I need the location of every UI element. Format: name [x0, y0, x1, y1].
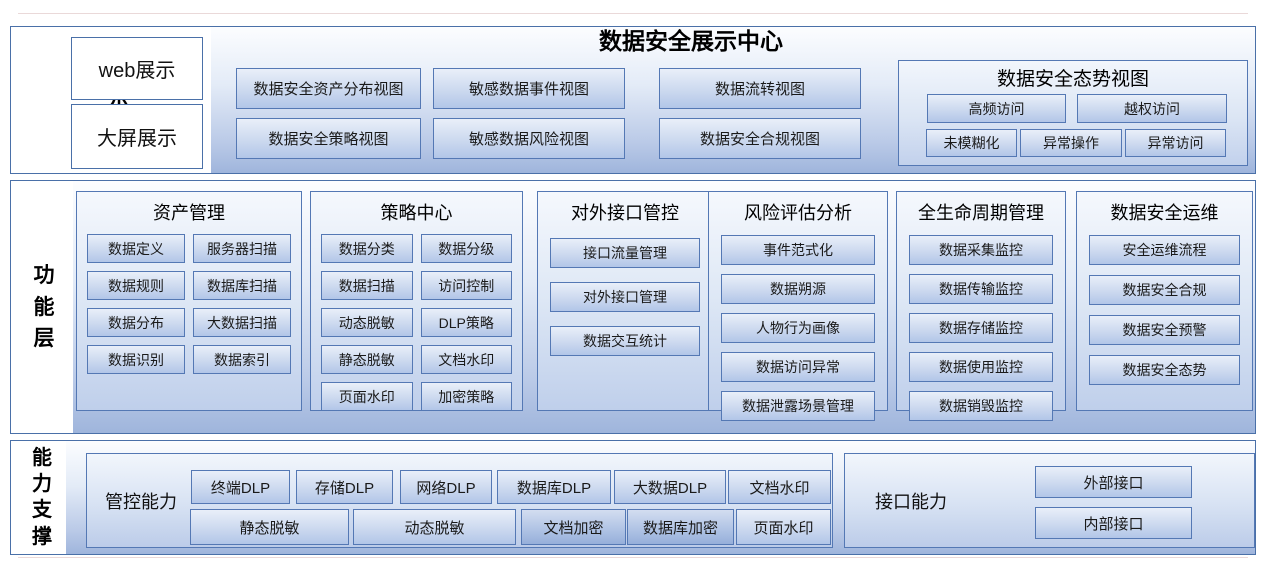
panel-security-operations: 数据安全运维 安全运维流程 数据安全合规 数据安全预警 数据安全态势 [1076, 191, 1253, 411]
feature-box: 数据识别 [87, 345, 185, 374]
panel-lifecycle-management: 全生命周期管理 数据采集监控 数据传输监控 数据存储监控 数据使用监控 数据销毁… [896, 191, 1066, 421]
panel-title: 对外接口管控 [571, 203, 679, 223]
panel-title: 策略中心 [380, 203, 453, 223]
situation-box-unmasked: 未模糊化 [926, 129, 1017, 157]
view-box-data-flow: 数据流转视图 [659, 68, 861, 109]
feature-box: 数据分类 [321, 234, 413, 263]
feature-box: 数据规则 [87, 271, 185, 300]
bigscreen-display-box: 大屏展示 [71, 104, 203, 169]
capability-box-external-interface: 外部接口 [1035, 466, 1192, 498]
capability-layer-label: 能力支撑 [32, 446, 52, 548]
function-layer-band: 功能层 资产管理 数据定义 服务器扫描 数据规则 数据库扫描 数据分布 大数据扫… [10, 180, 1256, 434]
view-box-asset-distribution: 数据安全资产分布视图 [236, 68, 421, 109]
panel-asset-management: 资产管理 数据定义 服务器扫描 数据规则 数据库扫描 数据分布 大数据扫描 数据… [76, 191, 302, 411]
feature-box: 静态脱敏 [321, 345, 413, 374]
feature-box: 服务器扫描 [193, 234, 291, 263]
panel-title: 全生命周期管理 [918, 203, 1044, 223]
function-layer-label: 功能层 [33, 263, 55, 350]
feature-box: 加密策略 [420, 382, 512, 411]
panel-items: 事件范式化 数据朔源 人物行为画像 数据访问异常 数据泄露场景管理 [709, 232, 887, 421]
capability-box-bigdata-dlp: 大数据DLP [614, 470, 726, 504]
capability-box-doc-encryption: 文档加密 [521, 509, 626, 545]
feature-box: 数据交互统计 [550, 326, 700, 356]
feature-box: 文档水印 [420, 345, 512, 374]
web-display-box: web展示 [71, 37, 203, 100]
slide-top-edge [18, 13, 1248, 14]
feature-box: 数据朔源 [721, 274, 875, 304]
capability-box-network-dlp: 网络DLP [400, 470, 492, 504]
capability-box-static-masking: 静态脱敏 [190, 509, 349, 545]
feature-box: 数据存储监控 [909, 313, 1053, 343]
view-box-sensitive-risk: 敏感数据风险视图 [433, 118, 625, 159]
feature-box: 数据分级 [420, 234, 512, 263]
panel-title: 资产管理 [153, 203, 225, 223]
panel-title: 风险评估分析 [744, 203, 852, 223]
panel-items: 接口流量管理 对外接口管理 数据交互统计 [538, 232, 712, 356]
display-layer-band: 展示层 web展示 大屏展示 数据安全展示中心 数据安全资产分布视图 敏感数据事… [10, 26, 1256, 174]
feature-box: 访问控制 [420, 271, 512, 300]
view-box-compliance: 数据安全合规视图 [659, 118, 861, 159]
feature-box: 数据库扫描 [193, 271, 291, 300]
feature-box: 数据分布 [87, 308, 185, 337]
feature-box: 数据销毁监控 [909, 391, 1053, 421]
situation-box-privilege-access: 越权访问 [1077, 94, 1227, 123]
page-title: 数据安全展示中心 [599, 28, 783, 54]
feature-box: 数据采集监控 [909, 235, 1053, 265]
function-layer-left-area [11, 181, 73, 433]
panel-title: 数据安全运维 [1110, 203, 1219, 223]
panel-risk-assessment: 风险评估分析 事件范式化 数据朔源 人物行为画像 数据访问异常 数据泄露场景管理 [708, 191, 888, 421]
capability-box-database-encryption: 数据库加密 [627, 509, 734, 545]
interface-capability-panel: 接口能力 外部接口 内部接口 [844, 453, 1255, 548]
feature-box: 接口流量管理 [550, 238, 700, 268]
capability-box-storage-dlp: 存储DLP [296, 470, 393, 504]
control-capability-panel: 管控能力 终端DLP 存储DLP 网络DLP 数据库DLP 大数据DLP 文档水… [86, 453, 833, 548]
capability-layer-left-area [11, 441, 66, 554]
feature-box: 数据访问异常 [721, 352, 875, 382]
slide-bottom-edge [18, 557, 1248, 558]
capability-box-doc-watermark: 文档水印 [728, 470, 831, 504]
capability-box-terminal-dlp: 终端DLP [191, 470, 290, 504]
feature-box: 动态脱敏 [321, 308, 413, 337]
panel-items: 数据采集监控 数据传输监控 数据存储监控 数据使用监控 数据销毁监控 [897, 232, 1065, 421]
feature-box: 人物行为画像 [721, 313, 875, 343]
feature-box: 事件范式化 [721, 235, 875, 265]
situation-box-abnormal-operation: 异常操作 [1020, 129, 1122, 157]
feature-box: 大数据扫描 [193, 308, 291, 337]
feature-box: 数据安全态势 [1089, 355, 1240, 385]
panel-external-interface-control: 对外接口管控 接口流量管理 对外接口管理 数据交互统计 [537, 191, 713, 411]
feature-box: 对外接口管理 [550, 282, 700, 312]
feature-box: 数据索引 [193, 345, 291, 374]
panel-items: 数据分类 数据分级 数据扫描 访问控制 动态脱敏 DLP策略 静态脱敏 文档水印… [311, 232, 522, 411]
situation-box-high-freq-access: 高频访问 [927, 94, 1066, 123]
view-box-security-policy: 数据安全策略视图 [236, 118, 421, 159]
situation-panel-title: 数据安全态势视图 [996, 69, 1149, 90]
security-situation-panel: 数据安全态势视图 高频访问 越权访问 未模糊化 异常操作 异常访问 [898, 60, 1248, 166]
panel-items: 数据定义 服务器扫描 数据规则 数据库扫描 数据分布 大数据扫描 数据识别 数据… [77, 232, 301, 374]
feature-box: 数据使用监控 [909, 352, 1053, 382]
feature-box: 页面水印 [321, 382, 413, 411]
feature-box: 数据定义 [87, 234, 185, 263]
capability-box-internal-interface: 内部接口 [1035, 507, 1192, 539]
feature-box: 数据安全预警 [1089, 315, 1240, 345]
capability-box-database-dlp: 数据库DLP [497, 470, 611, 504]
capability-layer-band: 能力支撑 管控能力 终端DLP 存储DLP 网络DLP 数据库DLP 大数据DL… [10, 440, 1256, 555]
feature-box: 数据扫描 [321, 271, 413, 300]
control-capability-title: 管控能力 [105, 491, 177, 512]
feature-box: DLP策略 [420, 308, 512, 337]
capability-box-dynamic-masking: 动态脱敏 [353, 509, 516, 545]
panel-policy-center: 策略中心 数据分类 数据分级 数据扫描 访问控制 动态脱敏 DLP策略 静态脱敏… [310, 191, 523, 411]
feature-box: 安全运维流程 [1089, 235, 1240, 265]
view-box-sensitive-event: 敏感数据事件视图 [433, 68, 625, 109]
feature-box: 数据安全合规 [1089, 275, 1240, 305]
panel-items: 安全运维流程 数据安全合规 数据安全预警 数据安全态势 [1077, 232, 1252, 385]
feature-box: 数据泄露场景管理 [721, 391, 875, 421]
feature-box: 数据传输监控 [909, 274, 1053, 304]
interface-capability-title: 接口能力 [875, 491, 947, 512]
capability-box-page-watermark: 页面水印 [736, 509, 831, 545]
situation-box-abnormal-access: 异常访问 [1125, 129, 1226, 157]
